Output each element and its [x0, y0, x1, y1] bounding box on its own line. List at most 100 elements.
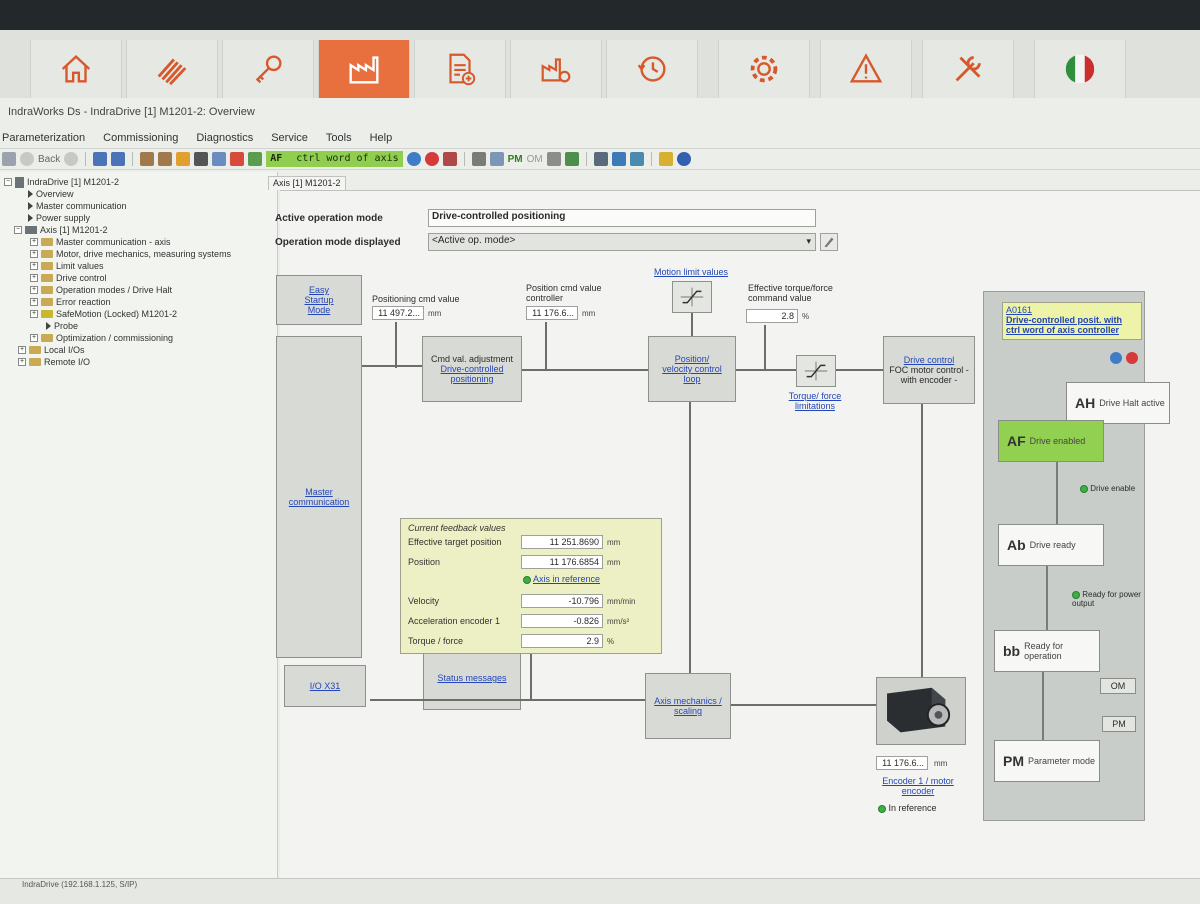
- expand-toggle[interactable]: +: [18, 346, 26, 354]
- alarm-button[interactable]: [820, 40, 912, 98]
- easy-startup-button[interactable]: Easy Startup Mode: [276, 275, 362, 325]
- master-communication-link[interactable]: Master communication: [288, 487, 350, 507]
- coil-button[interactable]: [126, 40, 218, 98]
- expand-toggle[interactable]: +: [30, 250, 38, 258]
- expand-toggle[interactable]: +: [30, 334, 38, 342]
- cmd-adjustment-block[interactable]: Cmd val. adjustment Drive-controlled pos…: [422, 336, 522, 402]
- om-mode-button[interactable]: OM: [526, 153, 543, 165]
- edit-mode-button[interactable]: [820, 233, 838, 251]
- star-icon[interactable]: [176, 152, 191, 166]
- diagnostic-text[interactable]: Drive-controlled posit. with ctrl word o…: [1006, 315, 1123, 335]
- online-icon[interactable]: [248, 152, 263, 166]
- refresh-icon[interactable]: [1110, 352, 1122, 364]
- keyboard-icon[interactable]: [546, 152, 561, 166]
- encoder-link[interactable]: Encoder 1 / motor encoder: [882, 776, 954, 796]
- master-communication-block[interactable]: Master communication: [276, 336, 362, 658]
- tree-item-local-io[interactable]: +Local I/Os: [0, 344, 277, 356]
- menu-diagnostics[interactable]: Diagnostics: [196, 132, 254, 144]
- tree-item-motor-mechanics[interactable]: +Motor, drive mechanics, measuring syste…: [0, 248, 277, 260]
- tree-item-remote-io[interactable]: +Remote I/O: [0, 356, 277, 368]
- drive-control-link[interactable]: Drive control: [903, 355, 955, 365]
- expand-toggle[interactable]: +: [30, 310, 38, 318]
- drive-control-block[interactable]: Drive control FOC motor control - with e…: [883, 336, 975, 404]
- expand-toggle[interactable]: +: [18, 358, 26, 366]
- forward-arrow-icon[interactable]: [64, 152, 79, 166]
- axis-reference-link[interactable]: Axis in reference: [533, 574, 601, 584]
- pm-button[interactable]: PM: [1102, 716, 1136, 732]
- factory-settings-button[interactable]: [510, 40, 602, 98]
- envelope-icon[interactable]: [658, 152, 673, 166]
- key-button[interactable]: [222, 40, 314, 98]
- cmd-adjustment-link[interactable]: Drive-controlled positioning: [440, 364, 504, 384]
- tree-item-operation-modes[interactable]: +Operation modes / Drive Halt: [0, 284, 277, 296]
- binoculars-icon[interactable]: [194, 152, 209, 166]
- reset-icon[interactable]: [406, 152, 421, 166]
- expand-toggle[interactable]: +: [30, 274, 38, 282]
- axis-mechanics-link[interactable]: Axis mechanics / scaling: [654, 696, 722, 716]
- tree-item-safemotion[interactable]: +SafeMotion (Locked) M1201-2: [0, 308, 277, 320]
- easy-startup-link[interactable]: Easy Startup Mode: [304, 285, 334, 315]
- back-button[interactable]: Back: [38, 153, 61, 165]
- tree-item-axis[interactable]: −Axis [1] M1201-2: [0, 224, 277, 236]
- back-arrow-icon[interactable]: [20, 152, 34, 166]
- tree-item-drive-control[interactable]: +Drive control: [0, 272, 277, 284]
- settings-button[interactable]: [718, 40, 810, 98]
- network-icon[interactable]: [593, 152, 608, 166]
- menu-commissioning[interactable]: Commissioning: [103, 132, 179, 144]
- torque-limit-block[interactable]: [796, 355, 836, 387]
- monitor-icon[interactable]: [629, 152, 644, 166]
- down-arrow-icon[interactable]: [111, 152, 126, 166]
- motion-limit-block[interactable]: [672, 281, 712, 313]
- drive-tool-2-icon[interactable]: [158, 152, 173, 166]
- pm-mode-button[interactable]: PM: [507, 153, 523, 165]
- motion-limit-link[interactable]: Motion limit values: [654, 267, 729, 277]
- globe-icon[interactable]: [564, 152, 579, 166]
- add-document-button[interactable]: [414, 40, 506, 98]
- language-button[interactable]: [1034, 40, 1126, 98]
- expand-toggle[interactable]: +: [30, 262, 38, 270]
- grid-icon[interactable]: [471, 152, 486, 166]
- tree-item-optimization[interactable]: +Optimization / commissioning: [0, 332, 277, 344]
- collapse-toggle[interactable]: −: [14, 226, 22, 234]
- tab-axis[interactable]: Axis [1] M1201-2: [268, 176, 346, 190]
- om-button[interactable]: OM: [1100, 678, 1136, 694]
- drive-tool-icon[interactable]: [140, 152, 155, 166]
- stop-icon[interactable]: [442, 152, 457, 166]
- position-loop-link[interactable]: Position/ velocity control loop: [662, 354, 722, 384]
- io-block[interactable]: I/O X31: [284, 665, 366, 707]
- home-button[interactable]: [30, 40, 122, 98]
- tree-item-master-communication[interactable]: Master communication: [0, 200, 277, 212]
- motor-image[interactable]: [876, 677, 966, 745]
- menu-help[interactable]: Help: [369, 132, 393, 144]
- torque-limits-link[interactable]: Torque/ force limitations: [788, 391, 842, 411]
- expand-toggle[interactable]: +: [30, 238, 38, 246]
- clear-error-icon[interactable]: [424, 152, 439, 166]
- history-button[interactable]: [606, 40, 698, 98]
- menu-parameterization[interactable]: Parameterization: [2, 132, 86, 144]
- collapse-toggle[interactable]: −: [4, 178, 12, 186]
- io-link[interactable]: I/O X31: [309, 681, 341, 691]
- save-icon[interactable]: [611, 152, 626, 166]
- expand-toggle[interactable]: +: [30, 286, 38, 294]
- up-arrow-icon[interactable]: [93, 152, 108, 166]
- tree-item-master-communication-axis[interactable]: +Master communication - axis: [0, 236, 277, 248]
- tree-toggle-icon[interactable]: [2, 152, 16, 166]
- tools-button[interactable]: [922, 40, 1014, 98]
- expand-toggle[interactable]: +: [30, 298, 38, 306]
- diagnostic-code[interactable]: A0161: [1006, 305, 1033, 315]
- help-icon[interactable]: [676, 152, 691, 166]
- axis-mechanics-block[interactable]: Axis mechanics / scaling: [645, 673, 731, 739]
- oscilloscope-icon[interactable]: [489, 152, 504, 166]
- menu-service[interactable]: Service: [271, 132, 308, 144]
- status-messages-link[interactable]: Status messages: [437, 673, 507, 683]
- factory-button[interactable]: [318, 40, 410, 98]
- tree-item-limit-values[interactable]: +Limit values: [0, 260, 277, 272]
- tree-item-error-reaction[interactable]: +Error reaction: [0, 296, 277, 308]
- clear-error-icon[interactable]: [1126, 352, 1138, 364]
- parameter-list-icon[interactable]: [212, 152, 227, 166]
- displayed-mode-select[interactable]: <Active op. mode> ▾: [428, 233, 816, 251]
- tree-item-probe[interactable]: Probe: [0, 320, 277, 332]
- tree-item-power-supply[interactable]: Power supply: [0, 212, 277, 224]
- position-loop-block[interactable]: Position/ velocity control loop: [648, 336, 736, 402]
- tree-root[interactable]: −IndraDrive [1] M1201-2: [0, 176, 277, 188]
